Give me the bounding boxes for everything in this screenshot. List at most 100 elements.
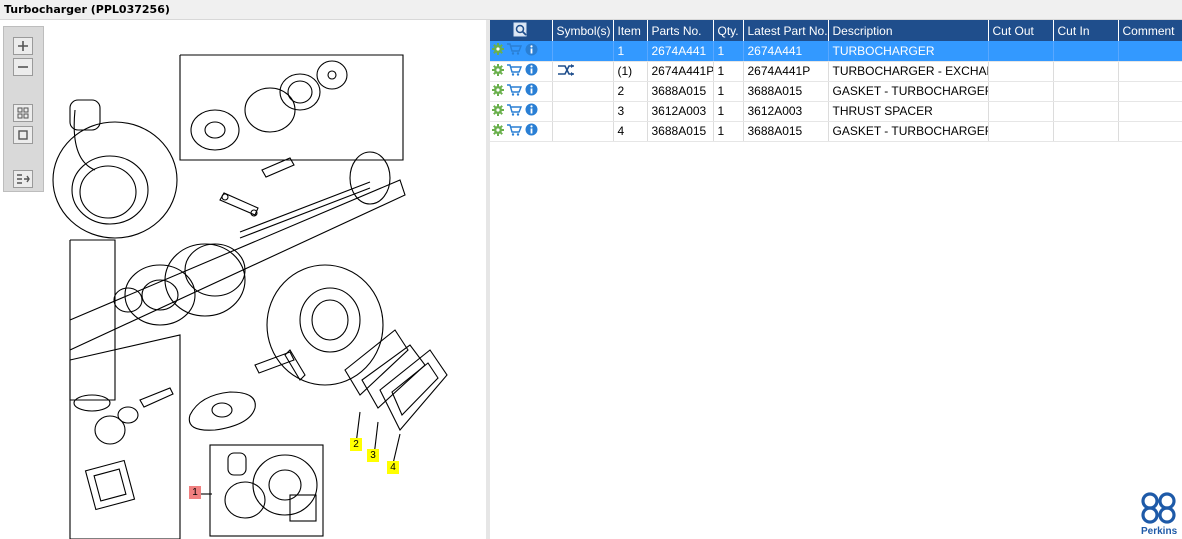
latest-part-no-cell: 3688A015 (743, 81, 829, 102)
parts-no-cell: 3612A003 (647, 101, 714, 122)
row-actions-cell (490, 41, 553, 62)
cut-in-cell (1053, 61, 1119, 82)
column-header-symbols[interactable]: Symbol(s) (552, 20, 614, 41)
zoom-out-button[interactable] (13, 58, 33, 76)
column-header-actions[interactable] (490, 20, 553, 41)
comment-cell (1118, 41, 1182, 62)
cut-in-cell (1053, 121, 1119, 142)
description-cell: GASKET - TURBOCHARGER (828, 81, 989, 102)
exploded-diagram (52, 54, 448, 539)
sync-list-button[interactable] (13, 170, 33, 188)
cut-out-cell (988, 81, 1054, 102)
parts-no-cell: 3688A015 (647, 81, 714, 102)
cart-icon[interactable] (507, 63, 523, 79)
symbols-cell (552, 41, 614, 62)
callout-3[interactable]: 3 (367, 449, 379, 462)
fit-all-button[interactable] (13, 104, 33, 122)
perkins-logo (1141, 492, 1176, 524)
symbols-cell (552, 81, 614, 102)
info-icon[interactable] (525, 43, 538, 59)
qty-cell: 1 (713, 101, 744, 122)
item-cell: 1 (613, 41, 648, 62)
parts-list-pane: Symbol(s) Item Parts No. Qty. Latest Par… (490, 20, 1182, 539)
info-icon[interactable] (525, 63, 538, 79)
comment-cell (1118, 61, 1182, 82)
pane-splitter[interactable] (486, 20, 490, 539)
parts-no-cell: 2674A441P (647, 61, 714, 82)
column-header-latest-part-no[interactable]: Latest Part No. (743, 20, 829, 41)
gear-icon[interactable] (492, 103, 504, 119)
cut-in-cell (1053, 101, 1119, 122)
info-icon[interactable] (525, 103, 538, 119)
column-header-cut-out[interactable]: Cut Out (988, 20, 1054, 41)
info-icon[interactable] (525, 83, 538, 99)
perkins-logo-text: Perkins (1141, 526, 1178, 537)
callout-2[interactable]: 2 (350, 438, 362, 451)
column-header-qty[interactable]: Qty. (713, 20, 744, 41)
cart-icon[interactable] (507, 123, 523, 139)
cart-icon[interactable] (507, 83, 523, 99)
description-cell: GASKET - TURBOCHARGER (828, 121, 989, 142)
gear-icon[interactable] (492, 123, 504, 139)
zoom-in-icon (17, 40, 29, 52)
symbols-cell (552, 101, 614, 122)
comment-cell (1118, 101, 1182, 122)
gear-icon[interactable] (492, 83, 504, 99)
diagram-toolbox (3, 26, 44, 192)
item-cell: 2 (613, 81, 648, 102)
item-cell: (1) (613, 61, 648, 82)
comment-cell (1118, 81, 1182, 102)
latest-part-no-cell: 2674A441P (743, 61, 829, 82)
gear-icon[interactable] (492, 43, 504, 58)
gear-icon[interactable] (492, 63, 504, 79)
cart-icon[interactable] (507, 103, 523, 119)
item-cell: 4 (613, 121, 648, 142)
sync-list-icon (16, 173, 30, 185)
exchange-icon (557, 63, 575, 80)
zoom-out-icon (17, 61, 29, 73)
zoom-in-button[interactable] (13, 37, 33, 55)
exploded-diagram-pane[interactable]: 1 2 3 4 (0, 20, 486, 539)
row-actions-cell (490, 81, 553, 102)
column-header-comment[interactable]: Comment (1118, 20, 1182, 41)
column-header-parts-no[interactable]: Parts No. (647, 20, 714, 41)
latest-part-no-cell: 2674A441 (743, 41, 829, 62)
column-header-description[interactable]: Description (828, 20, 989, 41)
qty-cell: 1 (713, 121, 744, 142)
cut-out-cell (988, 121, 1054, 142)
title-bar: Turbocharger (PPL037256) (0, 0, 1182, 20)
parts-no-cell: 2674A441 (647, 41, 714, 62)
comment-cell (1118, 121, 1182, 142)
table-header-row: Symbol(s) Item Parts No. Qty. Latest Par… (490, 20, 1182, 41)
row-actions-cell (490, 61, 553, 82)
latest-part-no-cell: 3688A015 (743, 121, 829, 142)
fit-page-button[interactable] (13, 126, 33, 144)
callout-1[interactable]: 1 (189, 486, 201, 499)
column-header-item[interactable]: Item (613, 20, 648, 41)
callout-4[interactable]: 4 (387, 461, 399, 474)
row-actions-cell (490, 101, 553, 122)
cart-icon[interactable] (507, 43, 523, 58)
qty-cell: 1 (713, 41, 744, 62)
column-header-cut-in[interactable]: Cut In (1053, 20, 1119, 41)
search-document-icon[interactable] (513, 22, 529, 40)
symbols-cell (552, 121, 614, 142)
parts-no-cell: 3688A015 (647, 121, 714, 142)
qty-cell: 1 (713, 81, 744, 102)
description-cell: TURBOCHARGER - EXCHANGE (828, 61, 989, 82)
cut-out-cell (988, 101, 1054, 122)
latest-part-no-cell: 3612A003 (743, 101, 829, 122)
description-cell: THRUST SPACER (828, 101, 989, 122)
qty-cell: 1 (713, 61, 744, 82)
fit-page-icon (17, 129, 29, 141)
item-cell: 3 (613, 101, 648, 122)
row-actions-cell (490, 121, 553, 142)
cut-in-cell (1053, 41, 1119, 62)
info-icon[interactable] (525, 123, 538, 139)
